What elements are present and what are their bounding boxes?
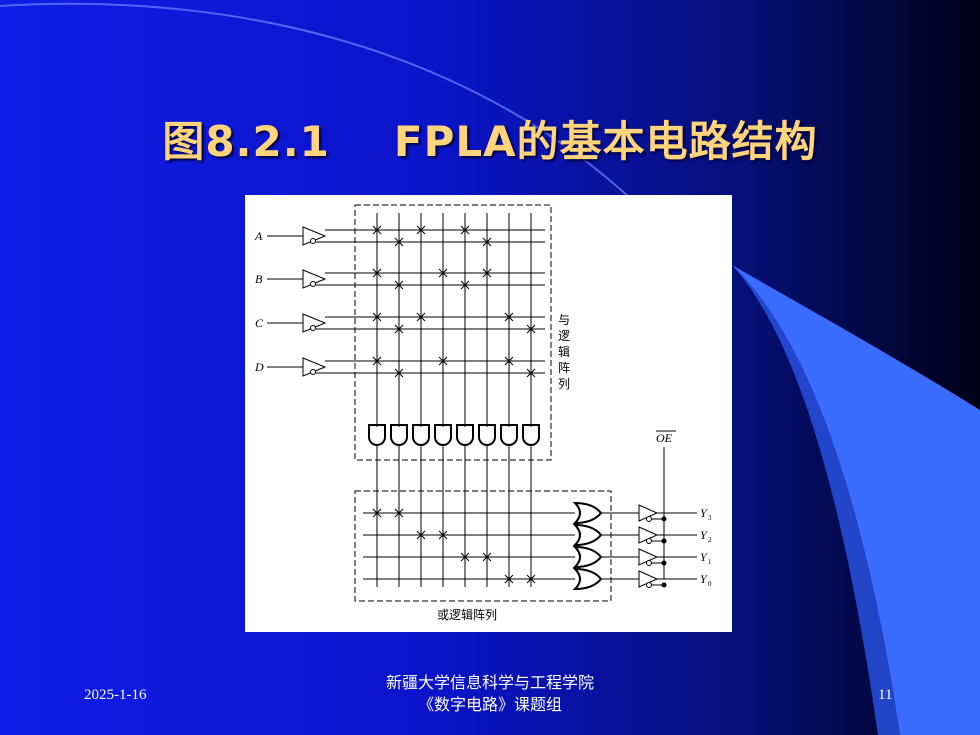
enable-bubble — [646, 538, 652, 544]
and-gate — [456, 424, 474, 446]
input-buffers: A B C D — [254, 226, 545, 377]
input-label: D — [254, 360, 264, 374]
and-gate — [478, 424, 496, 446]
or-gate — [572, 567, 603, 591]
and-label-char: 阵 — [558, 361, 570, 375]
and-array-box — [354, 204, 552, 461]
connection-cross — [460, 225, 470, 235]
connection-cross — [394, 280, 404, 290]
and-label-char: 逻 — [558, 329, 570, 343]
slide-title: 图8.2.1 FPLA的基本电路结构 — [0, 108, 980, 169]
and-label-char: 列 — [558, 377, 570, 391]
connection-cross — [394, 237, 404, 247]
and-gate — [368, 424, 386, 446]
output-label: Y — [700, 528, 708, 542]
input-label: B — [255, 272, 263, 286]
connection-cross — [416, 225, 426, 235]
and-gates — [368, 424, 540, 587]
and-grid — [372, 213, 536, 427]
swoosh-curve — [0, 2, 691, 261]
or-gate — [572, 545, 603, 569]
oe-label: OE — [656, 431, 673, 445]
connection-cross — [526, 368, 536, 378]
connection-cross — [526, 324, 536, 334]
output-subscript: 0 — [708, 580, 712, 588]
and-gate — [434, 424, 452, 446]
or-grid — [363, 501, 603, 591]
inverter-bubble — [310, 281, 316, 287]
and-gate — [412, 424, 430, 446]
connection-cross — [460, 280, 470, 290]
connection-cross — [394, 368, 404, 378]
output-label: Y — [700, 550, 708, 564]
footer-line-1: 新疆大学信息科学与工程学院 — [385, 673, 594, 692]
connection-cross — [372, 225, 382, 235]
connection-cross — [504, 356, 514, 366]
input-label: A — [254, 229, 263, 243]
output-label: Y — [700, 506, 708, 520]
connection-cross — [394, 508, 404, 518]
connection-cross — [372, 356, 382, 366]
and-gate — [500, 424, 518, 446]
enable-bubble — [646, 516, 652, 522]
output-subscript: 1 — [708, 558, 712, 566]
connection-cross — [438, 356, 448, 366]
input-label: C — [255, 316, 264, 330]
or-array-label: 或逻辑阵列 — [437, 608, 497, 622]
inverter-bubble — [310, 325, 316, 331]
connection-cross — [372, 508, 382, 518]
enable-bubble — [646, 560, 652, 566]
and-label-char: 辑 — [558, 345, 570, 359]
connection-cross — [438, 268, 448, 278]
output-subscript: 3 — [708, 514, 712, 522]
and-gate — [390, 424, 408, 446]
connection-cross — [460, 552, 470, 562]
enable-bubble — [646, 582, 652, 588]
or-gate — [572, 523, 603, 547]
connection-cross — [438, 530, 448, 540]
swoosh-shape — [732, 265, 980, 735]
connection-cross — [504, 574, 514, 584]
footer-institution: 新疆大学信息科学与工程学院 《数字电路》课题组 — [340, 672, 640, 716]
junction-dot — [661, 582, 667, 588]
output-label: Y — [700, 572, 708, 586]
title-text: FPLA的基本电路结构 — [393, 117, 818, 166]
swoosh-shadow — [732, 265, 900, 735]
inverter-bubble — [310, 369, 316, 375]
connection-cross — [416, 312, 426, 322]
title-figure-number: 图8.2.1 — [162, 117, 330, 166]
footer-date: 2025-1-16 — [84, 687, 147, 703]
footer-line-2: 《数字电路》课题组 — [417, 695, 562, 714]
inverter-bubble — [310, 238, 316, 244]
or-array-box — [354, 490, 612, 602]
connection-cross — [482, 552, 492, 562]
connection-cross — [504, 312, 514, 322]
connection-cross — [482, 237, 492, 247]
output-subscript: 2 — [708, 536, 712, 544]
connection-cross — [372, 268, 382, 278]
and-label-char: 与 — [558, 313, 570, 327]
or-gate — [572, 501, 603, 525]
page-number: 11 — [878, 687, 893, 703]
connection-cross — [372, 312, 382, 322]
connection-cross — [416, 530, 426, 540]
and-array-label: 与 逻 辑 阵 列 — [558, 313, 570, 391]
connection-cross — [526, 574, 536, 584]
connection-cross — [394, 324, 404, 334]
and-gate — [522, 424, 540, 446]
connection-cross — [482, 268, 492, 278]
